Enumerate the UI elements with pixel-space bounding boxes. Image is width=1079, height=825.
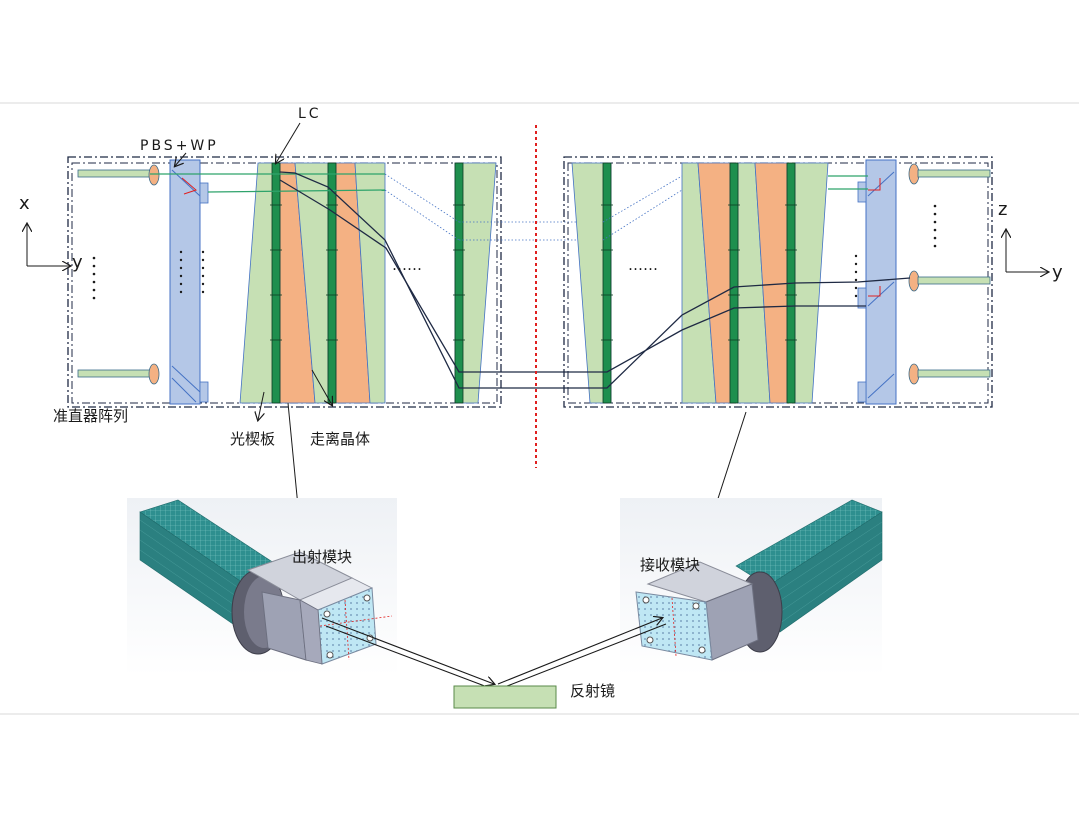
right-axis-y-label: y [1052,262,1063,283]
left-collimator-top [77,164,160,186]
left-axis-x-label: x [19,193,30,214]
right-collimator-top [908,163,991,185]
left-wedge-3 [354,162,386,404]
pbs-wp-label: PBS+WP [140,138,219,154]
left-collimator-dots [92,256,96,300]
right-collimator-bottom [908,363,991,385]
left-beam-dotted-2 [384,189,460,241]
left-beam-dark-1 [279,171,537,389]
left-pbs-wp [169,159,209,405]
left-collimator-bottom [77,363,160,385]
left-beam-green-2 [207,189,386,193]
receive-module-label: 接收模块 [640,556,700,574]
walkoff-crystal-pointer [311,369,332,405]
left-beam-dark-2 [279,179,537,373]
mirror-reflected-beam-2 [501,623,667,689]
right-beam-dark-1 [537,277,911,389]
left-ellipsis: …… [392,256,422,274]
left-axes: x y [19,193,83,273]
right-ellipsis: …… [628,256,658,274]
walkoff-crystal-label: 走离晶体 [310,430,370,448]
mirror-incident-beam-2 [325,625,491,689]
left-beam-dotted-1 [384,173,460,223]
left-module-outer-frame [67,156,502,408]
left-lc-2 [327,162,337,404]
right-module-outer-frame [563,156,993,408]
lc-label: LC [298,106,322,122]
receive-module-render: 接收模块 [620,498,883,676]
mirror-label: 反射镜 [570,682,615,700]
lc-pointer [276,122,301,163]
mirror-reflected-beam-1 [497,618,662,685]
pbs-wp-pointer [175,152,187,166]
right-lc-1 [602,162,612,404]
mirror [453,685,557,709]
right-collimator-dots [933,204,937,248]
left-axis-y-label: y [72,252,83,273]
emit-module-render: 出射模块 [127,498,397,676]
left-lc-1 [271,162,281,404]
right-collimator-middle [908,270,991,292]
emit-module-label: 出射模块 [292,548,352,566]
mirror-incident-beam-1 [321,617,494,684]
right-beam-dotted-2 [602,189,683,241]
collimator-array-label: 准直器阵列 [53,407,128,425]
right-beam-dotted-1 [602,175,683,223]
light-wedge-label: 光楔板 [230,430,275,448]
right-module: …… [537,156,993,408]
right-beam-dark-2 [537,305,866,373]
right-axis-z-label: z [998,199,1007,220]
light-wedge-pointer [258,391,264,420]
left-module: …… [67,156,603,408]
right-axes: z y [998,199,1063,283]
right-lc-2 [729,162,739,404]
left-lc-3 [454,162,464,404]
right-pbs-wp [854,159,897,405]
